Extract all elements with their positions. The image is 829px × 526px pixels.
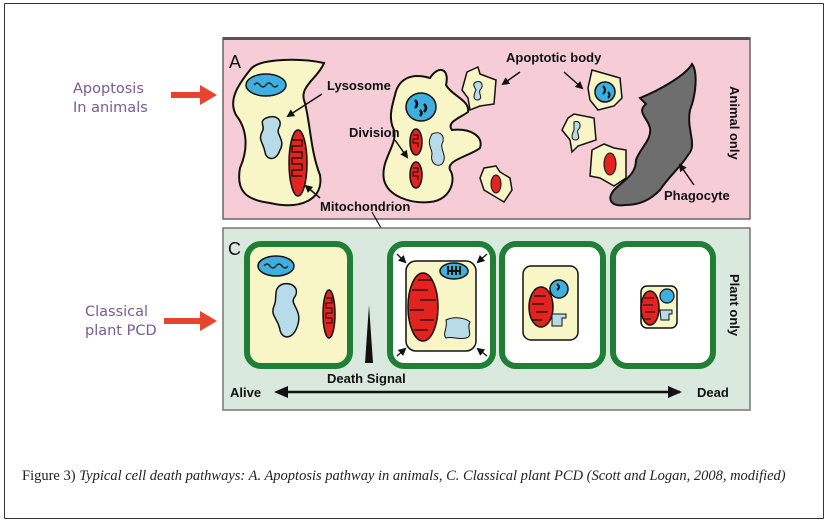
apoptotic-body-4: [561, 113, 597, 154]
phagocyte-label: Phagocyte: [664, 188, 730, 203]
plant-cell-shrinking-2: [499, 241, 606, 369]
death-signal-label: Death Signal: [327, 371, 406, 386]
dead-label: Dead: [697, 385, 729, 400]
plant-cell-dead: [610, 241, 716, 369]
apoptosis-side-label: Apoptosis In animals: [73, 80, 148, 118]
mitochondrion-dividing-top: [409, 128, 423, 156]
plant-cell-shrinking-1: [387, 241, 496, 369]
plant-pcd-label-line-2: plant PCD: [85, 323, 157, 339]
animal-only-label: Animal only: [727, 86, 742, 160]
panel-a: A: [222, 37, 751, 220]
alive-arrowhead: [274, 386, 288, 398]
lysosome: [259, 116, 283, 160]
apoptotic-body-5: [589, 143, 627, 187]
plant-only-label: Plant only: [727, 274, 742, 337]
phagocyte: [609, 62, 697, 207]
red-arrow-apoptosis: [171, 85, 217, 105]
apoptosis-label-line-2: In animals: [73, 100, 148, 116]
plant-pcd-label-line-1: Classical: [85, 304, 149, 320]
fragmented-nucleus: [405, 92, 437, 122]
mitochondrion-label: Mitochondrion: [320, 199, 410, 214]
red-arrow-plant: [164, 311, 217, 331]
figure-frame: [4, 3, 824, 519]
caption-text: Typical cell death pathways: A. Apoptosi…: [75, 468, 786, 484]
apoptotic-body-1: [461, 65, 497, 112]
figure-number: Figure 3): [22, 468, 76, 484]
dividing-animal-cell: [382, 69, 482, 204]
healthy-animal-cell: [232, 58, 326, 207]
mitochondrion-dividing-bottom: [409, 161, 423, 189]
figure-caption: Figure 3) Typical cell death pathways: A…: [22, 466, 812, 486]
plant-cell-alive: [244, 241, 353, 369]
alive-label: Alive: [230, 385, 261, 400]
division-label: Division: [349, 125, 400, 140]
apoptotic-body-2: [479, 165, 513, 204]
apoptosis-label-line-1: Apoptosis: [73, 81, 144, 97]
panel-a-letter: A: [229, 52, 241, 72]
panel-c-letter: C: [228, 239, 241, 259]
apoptotic-body-3: [587, 69, 623, 111]
dna-strand: [253, 82, 279, 88]
apoptotic-body-label: Apoptotic body: [506, 50, 602, 65]
lysosome: [428, 132, 445, 166]
death-signal-wedge: [365, 305, 373, 363]
panel-c: C: [222, 227, 751, 411]
plant-pcd-side-label: Classical plant PCD: [85, 303, 157, 341]
lysosome-label: Lysosome: [327, 78, 391, 93]
